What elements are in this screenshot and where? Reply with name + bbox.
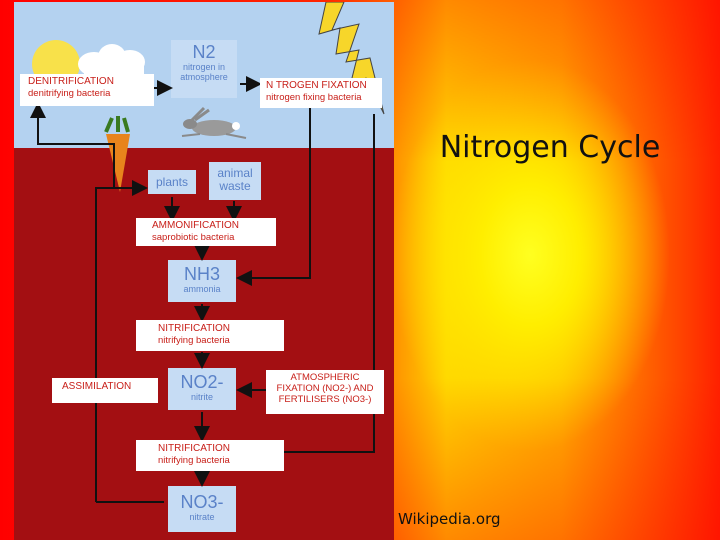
assimilation-label: ASSIMILATION <box>52 378 158 403</box>
nitrification-2-title: NITRIFICATION <box>158 443 231 454</box>
animal-waste-line2: waste <box>219 179 251 193</box>
ammonification-label: AMMONIFICATION saprobiotic bacteria <box>136 218 276 246</box>
no2-name: nitrite <box>190 392 213 402</box>
atmospheric-line3: FERTILISERS (NO3-) <box>278 394 372 405</box>
nitrification-1-label: NITRIFICATION nitrifying bacteria <box>136 320 284 351</box>
nitrification-1-sub: nitrifying bacteria <box>158 335 230 346</box>
denitrification-sub: denitrifying bacteria <box>28 88 111 99</box>
nh3-name: ammonia <box>183 284 221 294</box>
cloud-icon <box>78 44 145 76</box>
no2-label: NO2- nitrite <box>168 372 236 402</box>
no3-label: NO3- nitrate <box>168 492 236 522</box>
n2-name-2: atmosphere <box>180 72 228 82</box>
fixation-sub: nitrogen fixing bacteria <box>266 92 362 103</box>
nitrogen-cycle-diagram: N2 nitrogen in atmosphere DENITRIFICATIO… <box>14 2 394 540</box>
atmospheric-fixation-label: ATMOSPHERIC FIXATION (NO2-) AND FERTILIS… <box>266 370 384 414</box>
no3-name: nitrate <box>189 512 215 522</box>
plants-box <box>148 170 196 194</box>
no2-box <box>168 368 236 410</box>
fixation-label: N TROGEN FIXATION nitrogen fixing bacter… <box>260 78 382 108</box>
n2-box <box>171 40 237 98</box>
no3-formula: NO3- <box>180 492 224 512</box>
plants-label: plants <box>155 175 189 189</box>
fixation-title: N TROGEN FIXATION <box>266 80 367 91</box>
animal-waste-line1: animal <box>217 166 253 180</box>
carrot-icon <box>104 116 130 192</box>
nh3-box <box>168 260 236 302</box>
rabbit-icon <box>181 106 247 139</box>
no3-box <box>168 486 236 532</box>
animal-waste-label: animal waste <box>209 167 261 193</box>
n2-name: nitrogen in <box>182 62 226 72</box>
animal-waste-box <box>209 162 261 200</box>
ammonification-sub: saprobiotic bacteria <box>152 232 235 243</box>
denitrification-title: DENITRIFICATION <box>28 76 114 87</box>
source-credit: Wikipedia.org <box>398 510 501 528</box>
denitrification-label: DENITRIFICATION denitrifying bacteria <box>20 74 154 106</box>
atmospheric-line2: FIXATION (NO2-) AND <box>276 383 374 394</box>
nitrification-2-sub: nitrifying bacteria <box>158 455 230 466</box>
ammonification-title: AMMONIFICATION <box>152 220 240 231</box>
nh3-formula: NH3 <box>183 264 220 284</box>
n2-label: N2 nitrogen in atmosphere <box>171 42 237 82</box>
atmospheric-line1: ATMOSPHERIC <box>290 372 360 383</box>
nitrification-2-label: NITRIFICATION nitrifying bacteria <box>136 440 284 471</box>
nitrification-1-title: NITRIFICATION <box>158 323 231 334</box>
nh3-label: NH3 ammonia <box>168 264 236 294</box>
no2-formula: NO2- <box>180 372 224 392</box>
n2-formula: N2 <box>192 42 216 62</box>
slide-title: Nitrogen Cycle <box>439 130 661 165</box>
